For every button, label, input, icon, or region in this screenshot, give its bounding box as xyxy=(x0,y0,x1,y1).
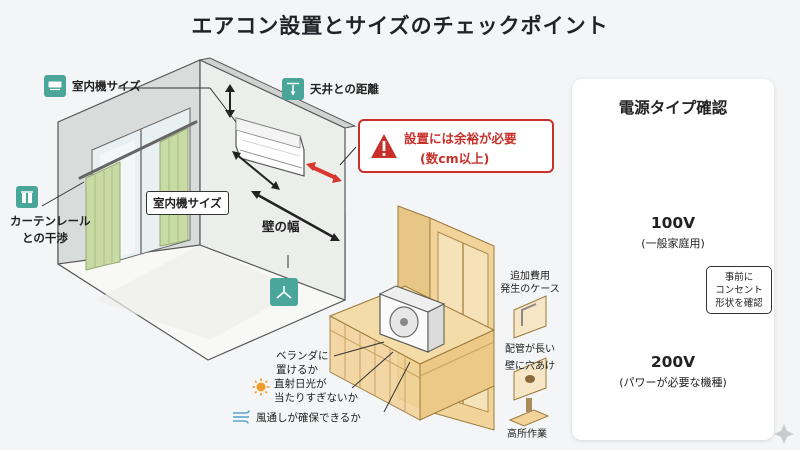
wall-hole-label: 壁に穴あけ xyxy=(505,361,555,372)
power-type-title: 電源タイプ確認 xyxy=(618,99,728,117)
balcony-illustration xyxy=(328,205,550,431)
voltage-200v-sub: (パワーが必要な機種) xyxy=(619,376,727,389)
bubble-line3: 形状を確認 xyxy=(715,298,763,309)
ventilation-label: 風通しが確保できるか xyxy=(256,412,361,424)
warning-icon xyxy=(371,134,397,158)
curtain-rail-label-line2: との干渉 xyxy=(22,231,68,245)
extra-cost-title-line2: 発生のケース xyxy=(500,284,560,295)
high-place-label: 高所作業 xyxy=(507,429,547,440)
sunlight-line2: 当たりすぎないか xyxy=(274,392,358,404)
indoor-unit-size-label-top: 室内機サイズ xyxy=(72,79,141,93)
ceiling-distance-icon xyxy=(282,78,304,100)
bubble-line2: コンセント xyxy=(715,285,763,296)
voltage-100v: 100V xyxy=(650,214,696,232)
extra-cost-title-line1: 追加費用 xyxy=(510,271,550,282)
balcony-place-line2: 置けるか xyxy=(276,364,318,376)
warning-text-line2: (数cm以上) xyxy=(420,151,490,166)
airflow-icon xyxy=(270,278,298,306)
warning-callout: 設置には余裕が必要 (数cm以上) xyxy=(358,119,554,173)
balcony-place-line1: ベランダに xyxy=(276,350,329,362)
wall-width-label: 壁の幅 xyxy=(262,219,300,234)
sparkle-icon xyxy=(774,424,794,444)
sun-icon xyxy=(252,378,270,396)
voltage-100v-sub: (一般家庭用) xyxy=(641,237,705,250)
page-title: エアコン設置とサイズのチェックポイント xyxy=(191,14,609,38)
indoor-unit-size-label-mid: 室内機サイズ xyxy=(146,191,229,215)
curtain-rail-label-line1: カーテンレール xyxy=(10,214,91,228)
warning-text-line1: 設置には余裕が必要 xyxy=(404,131,517,146)
ceiling-distance-label: 天井との距離 xyxy=(310,82,379,96)
curtain-rail-icon xyxy=(16,186,38,208)
wind-icon xyxy=(233,410,250,424)
ac-unit-icon xyxy=(44,75,66,97)
check-outlet-bubble: 事前に コンセント 形状を確認 xyxy=(706,266,772,314)
bubble-line1: 事前に xyxy=(724,272,754,283)
sunlight-line1: 直射日光が xyxy=(274,378,327,390)
voltage-200v: 200V xyxy=(650,353,696,371)
long-pipe-label: 配管が長い xyxy=(505,344,555,355)
power-type-panel xyxy=(572,79,774,440)
